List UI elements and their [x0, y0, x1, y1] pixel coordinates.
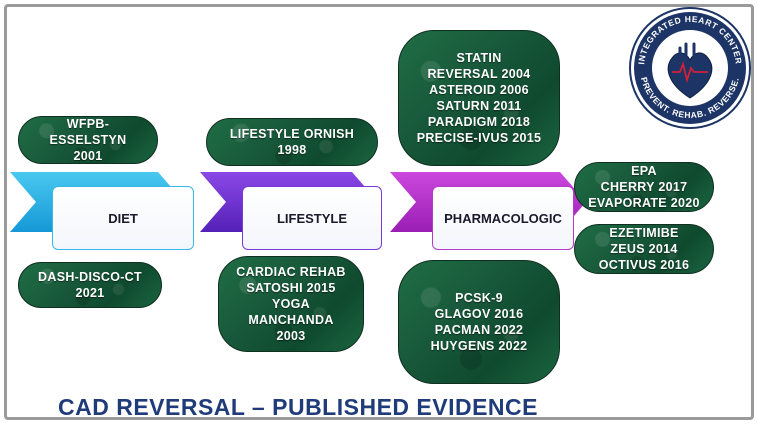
evidence-line: PARADIGM 2018	[427, 115, 531, 129]
evidence-line: EZETIMIBE	[609, 226, 679, 240]
evidence-line: EPA	[631, 164, 657, 178]
pcsk9-evidence: PCSK-9 GLAGOV 2016 PACMAN 2022 HUYGENS 2…	[398, 260, 560, 384]
evidence-line: 1998	[277, 143, 307, 157]
diet-label: DIET	[52, 186, 194, 250]
evidence-line: PACMAN 2022	[434, 323, 524, 337]
evidence-line: EVAPORATE 2020	[588, 196, 700, 210]
slide-title: CAD REVERSAL – PUBLISHED EVIDENCE	[58, 394, 538, 420]
evidence-line: CHERRY 2017	[600, 180, 688, 194]
ezetimibe-evidence: EZETIMIBE ZEUS 2014 OCTIVUS 2016	[574, 224, 714, 274]
evidence-line: SATURN 2011	[436, 99, 522, 113]
diet-bottom-evidence: DASH-DISCO-CT 2021	[18, 262, 162, 308]
evidence-line: ESSELSTYN	[49, 133, 127, 147]
evidence-line: 2021	[75, 286, 105, 300]
evidence-line: PCSK-9	[455, 291, 503, 305]
epa-evidence: EPA CHERRY 2017 EVAPORATE 2020	[574, 162, 714, 212]
statin-evidence: STATIN REVERSAL 2004 ASTEROID 2006 SATUR…	[398, 30, 560, 166]
evidence-line: ZEUS 2014	[610, 242, 678, 256]
evidence-line: OCTIVUS 2016	[598, 258, 690, 272]
evidence-line: YOGA	[271, 297, 310, 311]
lifestyle-top-evidence: LIFESTYLE ORNISH 1998	[206, 118, 378, 166]
pharmacologic-label: PHARMACOLOGIC	[432, 186, 574, 250]
evidence-line: CARDIAC REHAB	[236, 265, 346, 279]
evidence-line: PRECISE-IVUS 2015	[416, 131, 542, 145]
evidence-line: HUYGENS 2022	[430, 339, 528, 353]
evidence-line: STATIN	[456, 51, 502, 65]
evidence-line: ASTEROID 2006	[429, 83, 529, 97]
evidence-line: WFPB-	[66, 117, 110, 131]
evidence-line: MANCHANDA	[248, 313, 334, 327]
lifestyle-label: LIFESTYLE	[242, 186, 382, 250]
evidence-line: LIFESTYLE ORNISH	[229, 127, 355, 141]
evidence-line: 2003	[276, 329, 306, 343]
evidence-line: GLAGOV 2016	[434, 307, 524, 321]
evidence-line: REVERSAL 2004	[427, 67, 531, 81]
integrated-heart-center-logo: INTEGRATED HEART CENTER PREVENT. REHAB. …	[629, 7, 751, 129]
lifestyle-bottom-evidence: CARDIAC REHAB SATOSHI 2015 YOGA MANCHAND…	[218, 256, 364, 352]
evidence-line: DASH-DISCO-CT	[38, 270, 142, 284]
diet-top-evidence: WFPB- ESSELSTYN 2001	[18, 116, 158, 164]
evidence-line: 2001	[73, 149, 103, 163]
evidence-line: SATOSHI 2015	[246, 281, 336, 295]
